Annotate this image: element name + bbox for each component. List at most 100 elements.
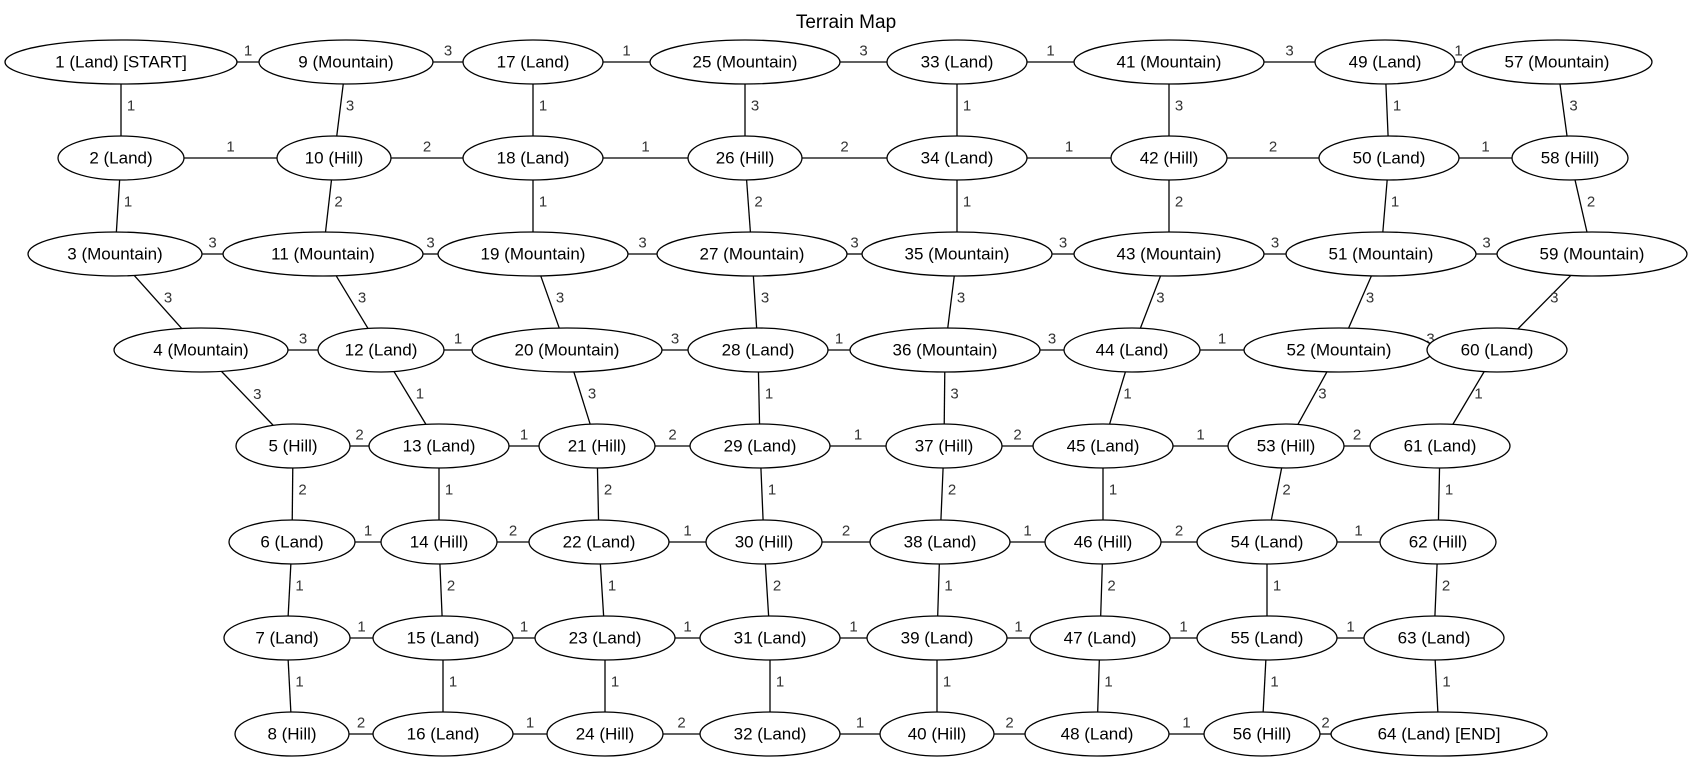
node-24: 24 (Hill) (546, 711, 664, 757)
edge-58-59 (1574, 179, 1588, 233)
node-6: 6 (Land) (228, 519, 356, 565)
node-ellipse-44 (1063, 327, 1201, 373)
edge-weight-62-63: 2 (1442, 577, 1450, 594)
node-ellipse-29 (689, 423, 831, 469)
edge-weight-45-46: 1 (1109, 482, 1117, 499)
edge-weight-61-62: 1 (1445, 482, 1453, 499)
node-16: 16 (Land) (372, 711, 514, 757)
node-label-7: 7 (Land) (255, 629, 318, 648)
edge-weight-63-64: 1 (1442, 673, 1450, 690)
node-ellipse-54 (1196, 519, 1338, 565)
node-label-50: 50 (Land) (1353, 149, 1426, 168)
node-label-21: 21 (Hill) (568, 437, 627, 456)
node-28: 28 (Land) (687, 327, 829, 373)
edge-weight-47-55: 1 (1179, 619, 1187, 636)
node-ellipse-19 (437, 231, 629, 277)
node-label-55: 55 (Land) (1231, 629, 1304, 648)
node-ellipse-36 (849, 327, 1041, 373)
node-label-14: 14 (Hill) (410, 533, 469, 552)
node-30: 30 (Hill) (705, 519, 823, 565)
node-label-51: 51 (Mountain) (1329, 245, 1434, 264)
node-44: 44 (Land) (1063, 327, 1201, 373)
node-label-12: 12 (Land) (345, 341, 418, 360)
edge-weight-44-52: 1 (1218, 331, 1226, 348)
node-label-27: 27 (Mountain) (700, 245, 805, 264)
node-ellipse-35 (861, 231, 1053, 277)
edge-weight-19-20: 3 (556, 290, 564, 307)
edge-43-44 (1139, 275, 1162, 329)
node-ellipse-41 (1073, 39, 1265, 85)
edge-weight-13-14: 1 (445, 482, 453, 499)
edge-63-64 (1434, 659, 1439, 713)
node-ellipse-46 (1044, 519, 1162, 565)
edge-weight-34-42: 1 (1065, 139, 1073, 156)
edge-weight-9-10: 3 (346, 98, 354, 115)
node-label-46: 46 (Hill) (1074, 533, 1133, 552)
edge-weight-39-40: 1 (943, 674, 951, 691)
node-ellipse-23 (534, 615, 676, 661)
edge-weight-7-8: 1 (295, 674, 303, 691)
edge-weight-7-15: 1 (357, 619, 365, 636)
edge-weight-1-9: 1 (244, 43, 252, 60)
edge-59-60 (1517, 274, 1572, 330)
edge-55-56 (1262, 659, 1267, 713)
node-label-64: 64 (Land) [END] (1378, 725, 1501, 744)
edge-50-51 (1382, 179, 1388, 233)
node-38: 38 (Land) (869, 519, 1011, 565)
node-50: 50 (Land) (1318, 135, 1460, 181)
edge-weight-33-41: 1 (1046, 43, 1054, 60)
node-26: 26 (Hill) (687, 135, 803, 181)
edge-2-3 (115, 179, 121, 233)
edge-weight-23-31: 1 (683, 619, 691, 636)
node-ellipse-4 (113, 327, 289, 373)
edge-weight-31-39: 1 (849, 619, 857, 636)
node-label-30: 30 (Hill) (735, 533, 794, 552)
node-ellipse-53 (1227, 423, 1345, 469)
edge-weight-33-34: 1 (963, 98, 971, 115)
node-ellipse-5 (235, 423, 351, 469)
node-55: 55 (Land) (1196, 615, 1338, 661)
edge-weight-3-11: 3 (208, 235, 216, 252)
node-ellipse-13 (368, 423, 510, 469)
node-label-62: 62 (Hill) (1409, 533, 1468, 552)
edge-weight-50-58: 1 (1481, 139, 1489, 156)
node-label-23: 23 (Land) (569, 629, 642, 648)
node-label-9: 9 (Mountain) (298, 53, 393, 72)
edge-29-30 (760, 467, 764, 521)
node-ellipse-39 (866, 615, 1008, 661)
edge-weight-52-53: 3 (1318, 386, 1326, 403)
node-label-38: 38 (Land) (904, 533, 977, 552)
edge-weight-49-50: 1 (1393, 98, 1401, 115)
node-label-5: 5 (Hill) (268, 437, 317, 456)
node-21: 21 (Hill) (538, 423, 656, 469)
node-14: 14 (Hill) (380, 519, 498, 565)
edge-weight-4-5: 3 (253, 386, 261, 403)
node-51: 51 (Mountain) (1285, 231, 1477, 277)
node-ellipse-30 (705, 519, 823, 565)
node-ellipse-50 (1318, 135, 1460, 181)
node-ellipse-2 (57, 135, 185, 181)
edge-weight-38-39: 1 (944, 578, 952, 595)
node-label-39: 39 (Land) (901, 629, 974, 648)
edge-weight-11-12: 3 (358, 290, 366, 307)
node-3: 3 (Mountain) (27, 231, 203, 277)
node-label-60: 60 (Land) (1461, 341, 1534, 360)
node-ellipse-20 (471, 327, 663, 373)
node-label-4: 4 (Mountain) (153, 341, 248, 360)
node-ellipse-33 (886, 39, 1028, 85)
edge-weight-3-4: 3 (164, 290, 172, 307)
node-ellipse-9 (258, 39, 434, 85)
edge-weight-47-48: 1 (1104, 674, 1112, 691)
node-label-35: 35 (Mountain) (905, 245, 1010, 264)
edge-53-54 (1270, 467, 1283, 521)
edge-weight-41-42: 3 (1175, 98, 1183, 115)
edge-weight-20-28: 3 (671, 331, 679, 348)
edge-36-37 (943, 371, 946, 425)
node-ellipse-6 (228, 519, 356, 565)
edge-weight-52-60: 3 (1426, 331, 1434, 348)
node-label-6: 6 (Land) (260, 533, 323, 552)
node-label-58: 58 (Hill) (1541, 149, 1600, 168)
node-ellipse-43 (1073, 231, 1265, 277)
node-ellipse-45 (1032, 423, 1174, 469)
node-ellipse-55 (1196, 615, 1338, 661)
